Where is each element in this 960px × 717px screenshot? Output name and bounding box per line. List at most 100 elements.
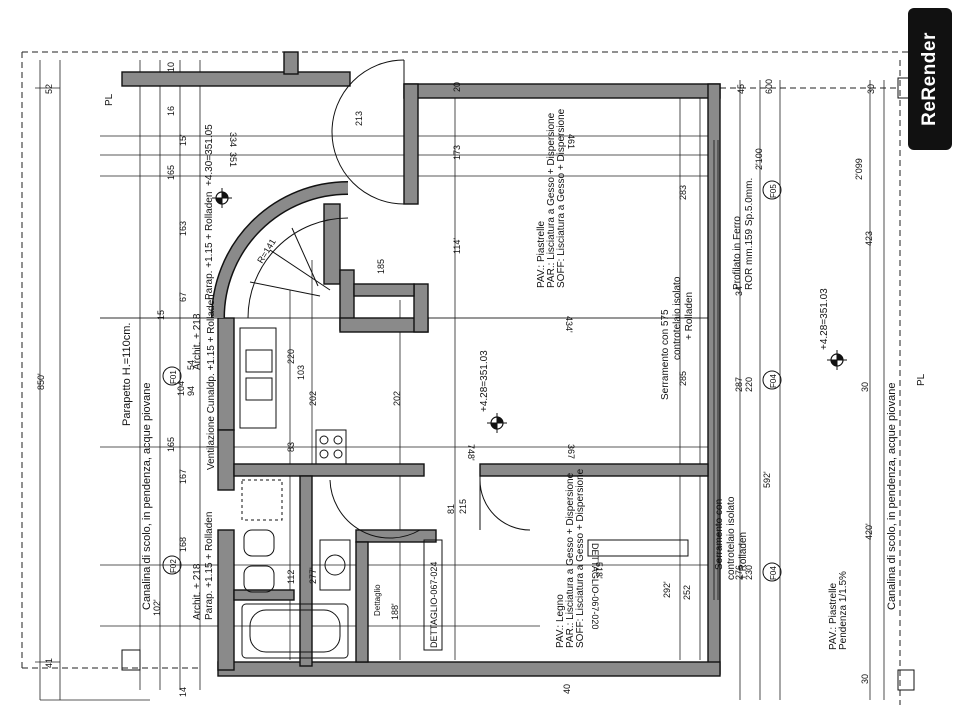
dim-285: 285 <box>678 371 688 386</box>
detail-label-1: DETTAGLIO-067-024 <box>429 562 439 648</box>
dim-16: 16 <box>166 106 176 116</box>
terrace-finishes: PAV.: Piastrelle Pendenza 1/1.5% <box>828 571 849 650</box>
dim-81: 81 <box>446 504 456 514</box>
dim-114: 114' <box>452 238 462 254</box>
dim-10: 10 <box>166 62 176 72</box>
living-floor: PAV.: Piastrelle <box>536 220 547 288</box>
spiral-stair <box>211 181 349 319</box>
steel-profile-note: Profilato in Ferro <box>732 216 743 290</box>
dim-20: 20 <box>452 82 462 92</box>
terrace-floor: PAV.: Piastrelle <box>828 582 839 650</box>
dim-34: 34' <box>734 284 744 296</box>
dim-850: 850' <box>36 373 46 390</box>
window-spec-1: Serramento con 575 <box>660 309 671 400</box>
dim-112: 112 <box>286 570 296 584</box>
dimension-numbers: 850' 52 41 14 10 16 15' 165 163 67 15 10… <box>36 62 876 697</box>
dim-168: 168 <box>178 537 188 552</box>
dim-163: 163 <box>178 221 188 236</box>
gutter-note-left: Canalina di scolo, in pendenza, acque pi… <box>141 383 153 611</box>
steel-profile-note-b: ROR mm.159 Sp.5.0mm. <box>744 178 755 290</box>
dim-202: 202 <box>308 391 318 406</box>
window-note-1b: Parap. +1.15 + Rolladen <box>204 192 215 300</box>
dim-461: 461 <box>566 134 576 149</box>
dim-220b: 220 <box>744 377 754 392</box>
dim-213: 213 <box>354 111 364 126</box>
level-label-right: +4.28=351.03 <box>819 288 830 350</box>
dim-15b: 15 <box>156 310 166 320</box>
gutter-note-right: Canalina di scolo, in pendenza, acque pi… <box>886 383 898 611</box>
living-ceiling: SOFF: Lisciatura a Gesso + Dispersione <box>556 108 567 288</box>
dim-185: 185 <box>376 259 386 274</box>
dim-252: 252 <box>682 585 692 600</box>
dim-283: 283 <box>678 185 688 200</box>
dim-2099: 2'099 <box>854 158 864 180</box>
dim-276: 276 <box>734 565 744 580</box>
dim-14: 14 <box>178 687 188 697</box>
dim-30b: 30 <box>860 382 870 392</box>
dim-83: 83 <box>286 442 296 452</box>
dim-102: 102' <box>152 599 162 616</box>
dim-40: 40 <box>562 684 572 694</box>
bedroom-ceiling: SOFF: Lisciatura a Gesso + Dispersione <box>575 468 586 648</box>
dim-167: 167 <box>178 469 188 484</box>
window-tag-f04: F04 <box>769 374 778 388</box>
bedroom-floor: PAV.: Legno <box>555 594 566 648</box>
living-finishes: PAV.: Piastrelle PAR.: Lisciatura a Gess… <box>536 108 567 288</box>
detail-callout-box-1 <box>423 539 443 651</box>
dim-54: 54 <box>186 360 196 370</box>
dim-518: 518' <box>594 562 604 579</box>
dim-104: 104 <box>176 381 186 396</box>
dimension-lines-left <box>35 60 201 701</box>
dim-67: 67 <box>178 292 188 302</box>
dim-215: 215 <box>458 499 468 514</box>
level-marker-center <box>487 413 507 433</box>
window-spec-2c: + Rolladen <box>738 532 749 580</box>
dimension-lines-right <box>739 80 885 700</box>
level-marker-right <box>827 350 847 370</box>
detail-callout-box-2 <box>587 539 689 557</box>
window-spec-1b: controtelaio isolato <box>672 276 683 360</box>
dim-334: 334 <box>228 132 238 147</box>
dim-15: 15' <box>178 134 188 146</box>
window-spec-2b: controtelaio isolato <box>726 496 737 580</box>
rerender-watermark: ReRender <box>908 8 952 150</box>
dim-94: 94 <box>186 386 196 396</box>
window-note-1: Archit. + 218 <box>192 313 203 370</box>
level-label-top: +4.30=351.05 <box>204 124 215 186</box>
window-note-2b: Parap. +1.15 + Rolladen <box>204 512 215 620</box>
dim-423: 423 <box>864 231 874 246</box>
fixtures <box>239 327 351 659</box>
property-line-left: PL <box>104 93 115 106</box>
window-spec-2: Serramento con <box>714 499 725 570</box>
bedroom-finishes: PAV.: Legno PAR.: Lisciatura a Gesso + D… <box>555 468 586 648</box>
dim-748: 748' <box>466 444 476 461</box>
dim-2100: 2'100 <box>754 148 764 170</box>
window-note-2: Archit. + 218 <box>192 563 203 620</box>
living-wall: PAR.: Lisciatura a Gesso + Dispersione <box>546 112 557 288</box>
dim-52: 52 <box>44 84 54 94</box>
dim-188: 188' <box>390 603 400 620</box>
dim-351: 351 <box>228 152 238 167</box>
dim-600: 600 <box>764 79 774 94</box>
window-tag-f02: F02 <box>169 559 178 573</box>
property-line-right: PL <box>916 373 927 386</box>
dim-173: 173 <box>452 145 462 160</box>
level-marker-top <box>212 188 232 208</box>
dim-202b: 202 <box>392 391 402 406</box>
windows <box>121 77 915 691</box>
dim-165a: 165 <box>166 165 176 180</box>
dim-230: 230 <box>744 565 754 580</box>
dim-277: 277' <box>308 567 318 584</box>
window-tag-f05: F05 <box>769 184 778 198</box>
window-tag-circles <box>162 180 782 582</box>
dim-30a: 30 <box>866 84 876 94</box>
door-swings <box>329 59 531 539</box>
window-tag-f04b: F04 <box>769 566 778 580</box>
detail-label-small: Dettaglio <box>373 584 382 616</box>
bedroom-wall: PAR.: Lisciatura a Gesso + Dispersione <box>565 472 576 648</box>
dim-30c: 30 <box>860 674 870 684</box>
window-tag-f01: F01 <box>169 370 178 384</box>
level-label-center: +4.28=351.03 <box>479 350 490 412</box>
dim-292: 292' <box>662 581 672 598</box>
